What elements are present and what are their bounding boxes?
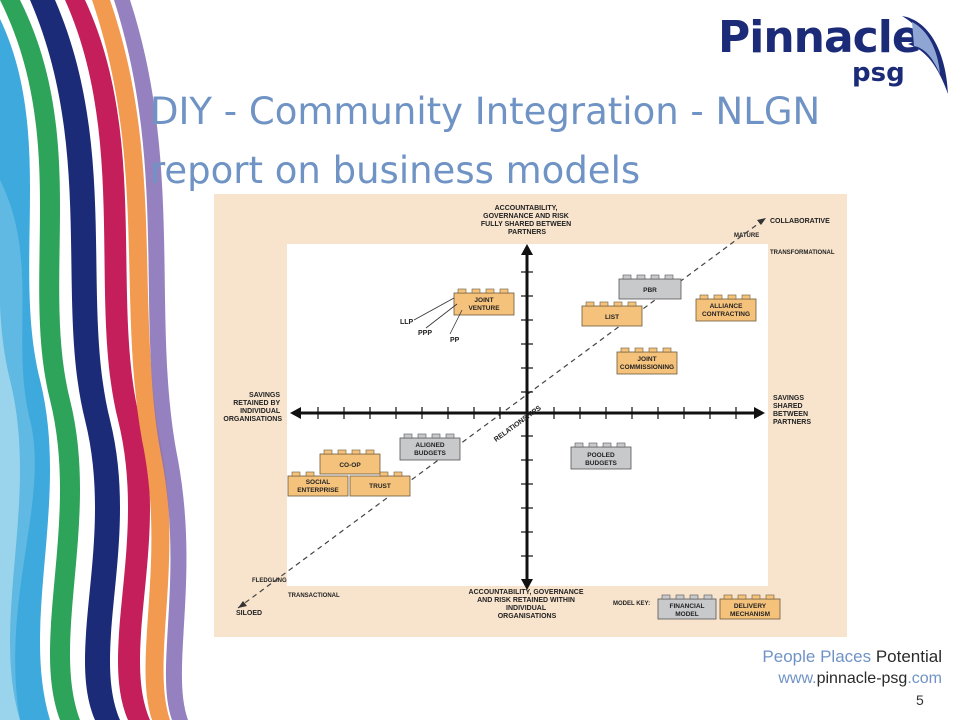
svg-text:TRUST: TRUST [369,483,391,490]
block-list: LIST [581,301,643,327]
block-co-op: CO-OP [319,449,381,475]
block-trust: TRUST [349,471,411,497]
business-model-diagram: ACCOUNTABILITY, GOVERNANCE AND RISK FULL… [214,194,847,637]
svg-text:CO-OP: CO-OP [339,462,361,469]
slide-title: DIY - Community Integration - NLGN repor… [150,82,910,200]
tagline-dark: Potential [875,647,942,666]
fledgling-label: FLEDGLING [252,578,287,584]
diagram-svg: ACCOUNTABILITY, GOVERNANCE AND RISK FULL… [223,205,835,620]
top-axis-label: ACCOUNTABILITY, GOVERNANCE AND RISK FULL… [481,205,573,236]
diagonal-arrowhead-bottom [238,601,247,608]
jv-connector-lines [413,297,463,335]
footer-url[interactable]: www.pinnacle-psg.com [778,670,942,688]
url-prefix: www. [778,670,817,687]
url-domain: pinnacle-psg [816,670,908,687]
footer-tagline: People Places Potential [762,647,942,667]
svg-text:LIST: LIST [605,314,619,321]
mature-label: MATURE [734,233,759,239]
axis-ticks [317,271,737,557]
page-number: 5 [916,692,924,708]
slide-title-line2: report on business models [150,149,641,192]
pp-label: PP [450,337,460,344]
llp-label: LLP [400,319,414,326]
logo-name: Pinnacle [718,12,922,63]
tagline-light: People Places [762,647,876,666]
svg-text:PBR: PBR [643,287,657,294]
siloed-label: SILOED [236,610,262,617]
decorative-ribbons [0,0,188,720]
block-pbr: PBR [618,274,682,300]
transactional-label: TRANSACTIONAL [288,593,340,599]
logo-swoosh-icon [902,16,948,94]
pinnacle-logo: Pinnacle psg [712,8,952,100]
logo-sub: psg [852,58,905,88]
slide-title-line1: DIY - Community Integration - NLGN [150,90,821,133]
model-key-title: MODEL KEY: [613,601,650,607]
right-axis-label: SAVINGS SHARED BETWEEN PARTNERS [773,395,811,426]
ppp-label: PPP [418,330,432,337]
diagonal-arrowhead-top [757,218,766,225]
transformational-label: TRANSFORMATIONAL [770,250,835,256]
left-axis-label: SAVINGS RETAINED BY INDIVIDUAL ORGANISAT… [223,392,282,423]
url-suffix: .com [907,670,942,687]
bottom-axis-label: ACCOUNTABILITY, GOVERNANCE AND RISK RETA… [469,589,586,620]
collaborative-label: COLLABORATIVE [770,218,830,225]
